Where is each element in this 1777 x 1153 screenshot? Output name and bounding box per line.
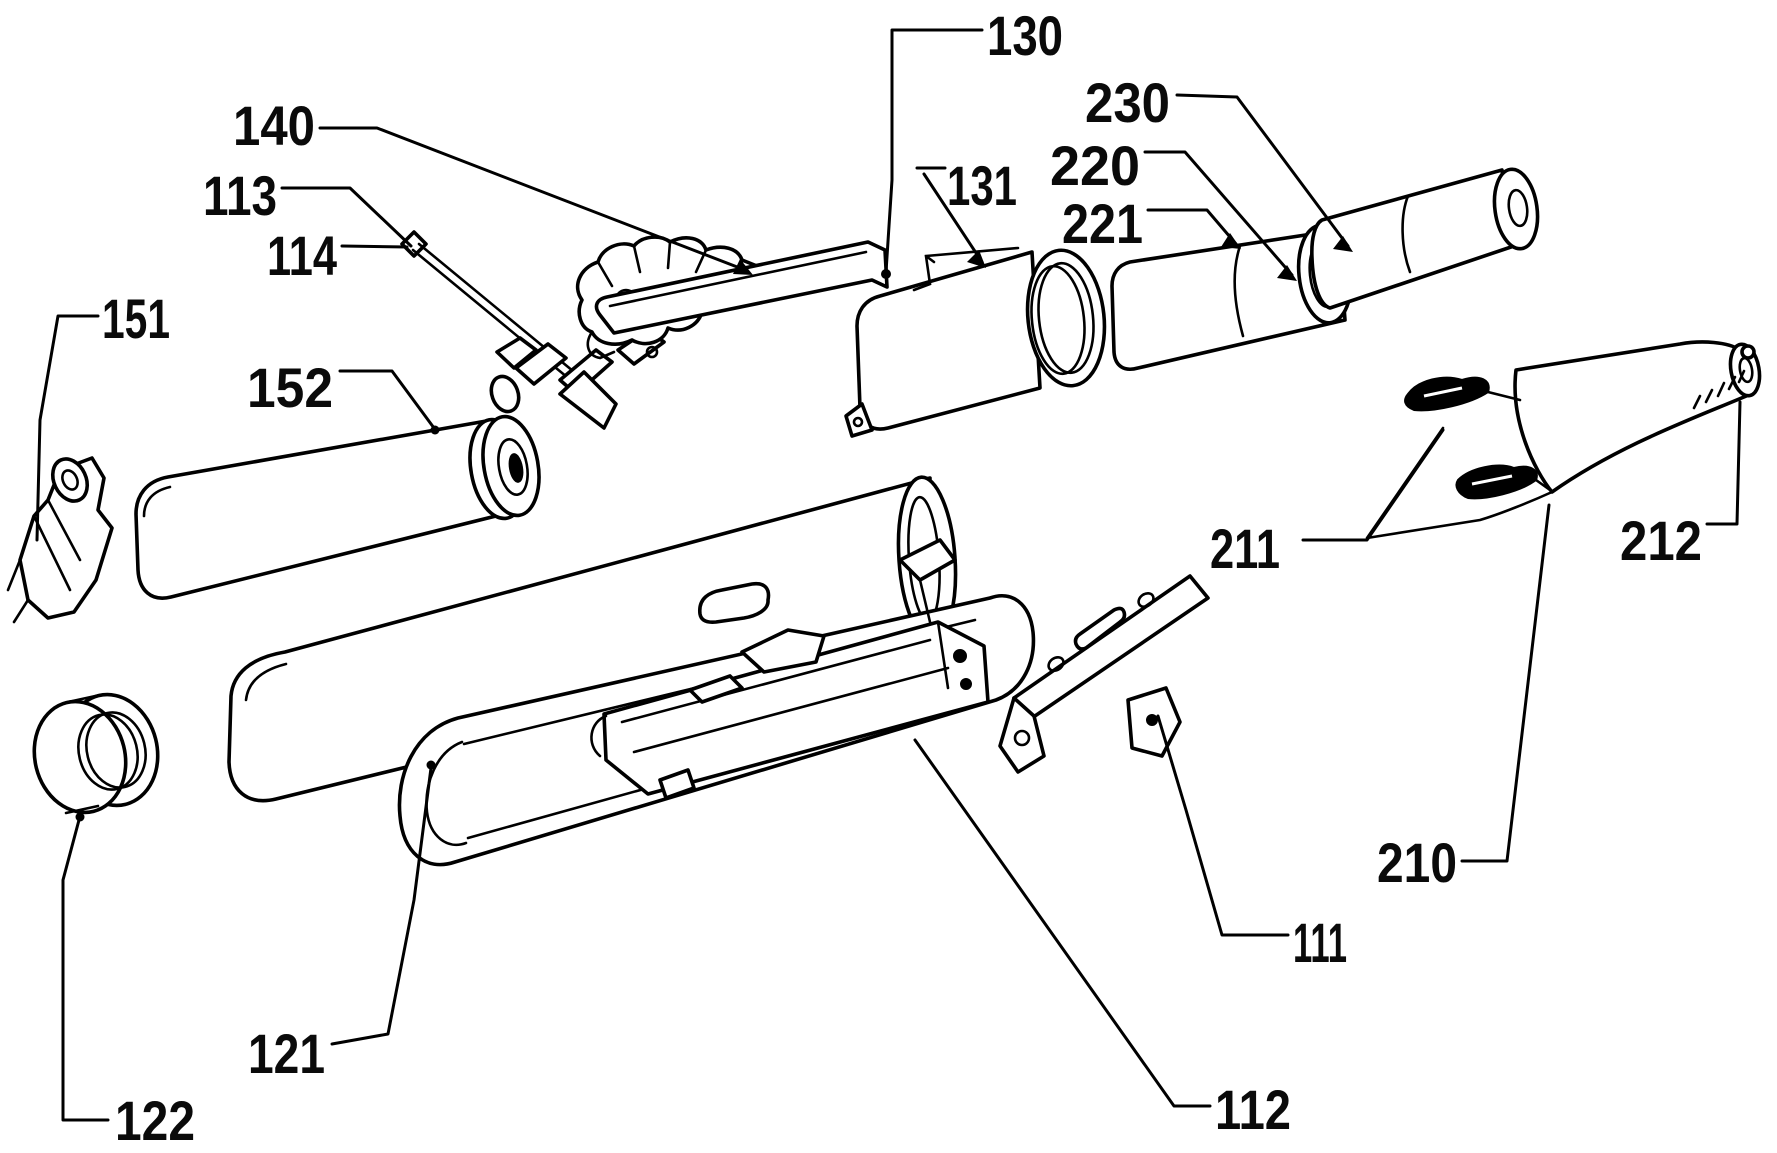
callout-131-leader [922,172,984,264]
callout-210: 210 [1377,503,1551,894]
callout-122-leader [61,818,110,1122]
callout-220: 220 [1050,134,1297,281]
callout-220-label: 220 [1050,134,1140,197]
callout-212: 212 [1620,400,1742,572]
callout-221: 221 [1062,192,1241,255]
callout-131-arrowhead [967,250,986,268]
callout-121-dot [426,760,436,770]
part-lever-bar [594,240,889,335]
callout-130-leader [884,28,984,274]
callout-111-label: 111 [1293,911,1347,974]
callout-113: 113 [203,164,413,248]
callout-122: 122 [61,812,195,1152]
callout-122-dot [75,812,85,822]
callout-114-leader [340,244,409,249]
part-tail-cone [1365,340,1762,540]
callout-121: 121 [248,760,436,1085]
callout-130-dot [881,269,891,279]
callout-152-dot [430,425,440,435]
callout-130: 130 [881,4,1063,279]
callout-230-label: 230 [1085,71,1170,134]
callout-221-label: 221 [1062,192,1143,255]
callout-211-label: 211 [1210,517,1280,580]
callout-221-leader [1146,208,1238,246]
callout-220-arrowhead [1277,265,1297,281]
part-rear-tube [1310,167,1540,310]
callout-131: 131 [915,154,1017,268]
callout-230-leader [1175,93,1350,248]
callout-140-arrowhead [733,259,753,275]
part-cover-strip [998,574,1210,774]
callout-114-label: 114 [267,224,337,287]
callout-212-label: 212 [1620,509,1702,572]
callout-112: 112 [913,738,1291,1141]
callout-152-leader [338,369,436,430]
callout-112-label: 112 [1215,1078,1291,1141]
callout-151-leader [35,314,100,542]
part-spring-cylinder [134,414,541,600]
callout-140: 140 [233,94,753,275]
part-end-cap [32,692,160,815]
callout-210-label: 210 [1377,831,1457,894]
callout-112-leader [913,738,1212,1108]
callout-130-label: 130 [987,4,1063,67]
callout-121-label: 121 [248,1022,325,1085]
callout-220-leader [1143,150,1294,277]
callout-152-label: 152 [247,356,333,419]
callout-122-label: 122 [115,1089,195,1152]
callout-111-leader [1156,714,1290,937]
callout-211-leader [1301,428,1445,542]
callout-221-arrowhead [1221,233,1241,249]
callout-111: 111 [1156,714,1347,974]
part-hammer-cluster [489,328,666,430]
callout-140-leader [318,126,747,272]
callout-114: 114 [267,224,409,287]
callout-230-arrowhead [1333,236,1353,252]
part-bolt-carrier [590,538,990,800]
part-firing-pin [400,230,588,395]
callout-131-label: 131 [947,154,1017,217]
callout-151: 151 [35,287,170,542]
part-end-connector [6,456,114,624]
callout-230: 230 [1085,71,1353,252]
callout-210-leader [1460,503,1551,863]
callout-211: 211 [1210,428,1445,580]
callout-140-label: 140 [233,94,315,157]
part-cut-cylinder [844,246,1107,438]
callout-113-leader [280,186,413,248]
callout-212-leader [1705,400,1742,526]
callout-152: 152 [247,356,440,435]
callout-151-label: 151 [102,287,170,350]
callout-113-label: 113 [203,164,277,227]
callout-121-leader [330,766,433,1046]
